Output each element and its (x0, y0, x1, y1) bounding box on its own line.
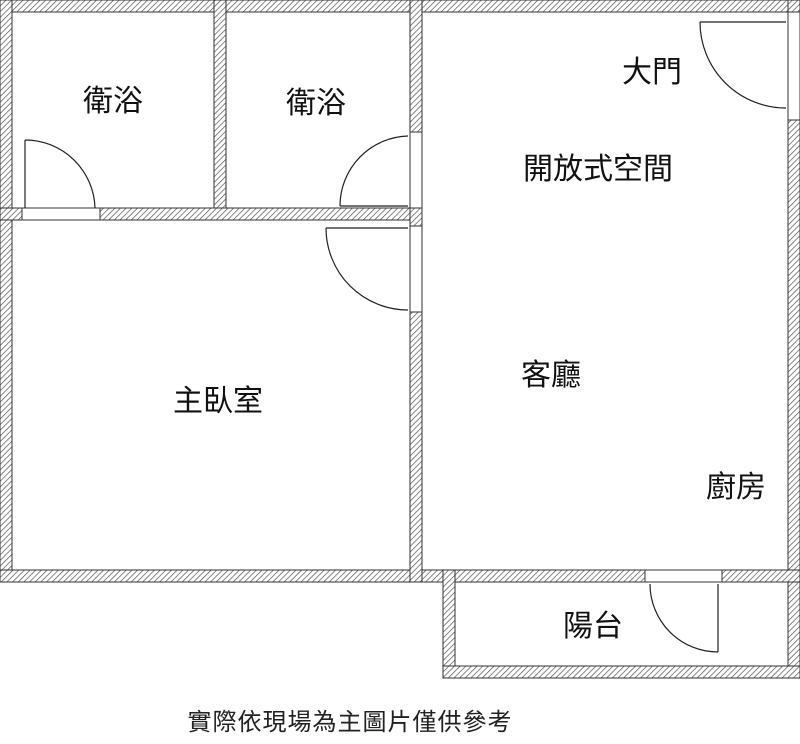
openings (21, 11, 800, 583)
bedroom-door (325, 227, 409, 311)
bath2-door-frame (409, 131, 423, 209)
wall-bath-divider (213, 0, 227, 219)
balcony-door (649, 583, 719, 653)
room-label-bath-1: 衛浴 (83, 84, 143, 119)
floor-plan: 衛浴 衛浴 大門 開放式空間 主臥室 客廳 廚房 陽台 (0, 0, 800, 679)
wall-balcony-left (442, 569, 456, 679)
wall-balcony-right (721, 569, 800, 583)
wall-central-upper (409, 0, 423, 133)
wall-bottom-right (454, 569, 646, 583)
wall-left (0, 0, 13, 583)
bedroom-door-frame (409, 225, 423, 313)
wall-central-mid (409, 207, 423, 227)
room-label-living-room: 客廳 (521, 358, 581, 393)
front-door (699, 21, 787, 109)
room-label-master-bedroom: 主臥室 (173, 384, 263, 419)
bath1-door (24, 139, 96, 209)
wall-central-lower (409, 311, 423, 583)
room-label-bath-2: 衛浴 (286, 86, 346, 121)
wall-top (0, 0, 800, 13)
wall-balcony-bottom (442, 665, 800, 679)
room-label-balcony: 陽台 (563, 609, 623, 644)
room-label-front-door: 大門 (622, 55, 682, 90)
balcony-door-frame (644, 569, 723, 583)
bath2-door (339, 135, 409, 207)
walls (0, 0, 800, 679)
wall-bath-bedroom (99, 207, 423, 221)
doors (24, 21, 787, 653)
footnote: 實際依現場為主圖片僅供參考 (187, 708, 513, 736)
bath1-door-frame (21, 207, 101, 221)
room-label-kitchen: 廚房 (706, 470, 766, 505)
front-door-frame (787, 11, 800, 121)
room-label-open-space: 開放式空間 (523, 152, 673, 187)
wall-bottom-main (0, 569, 456, 583)
wall-bath1-stub (0, 207, 23, 221)
